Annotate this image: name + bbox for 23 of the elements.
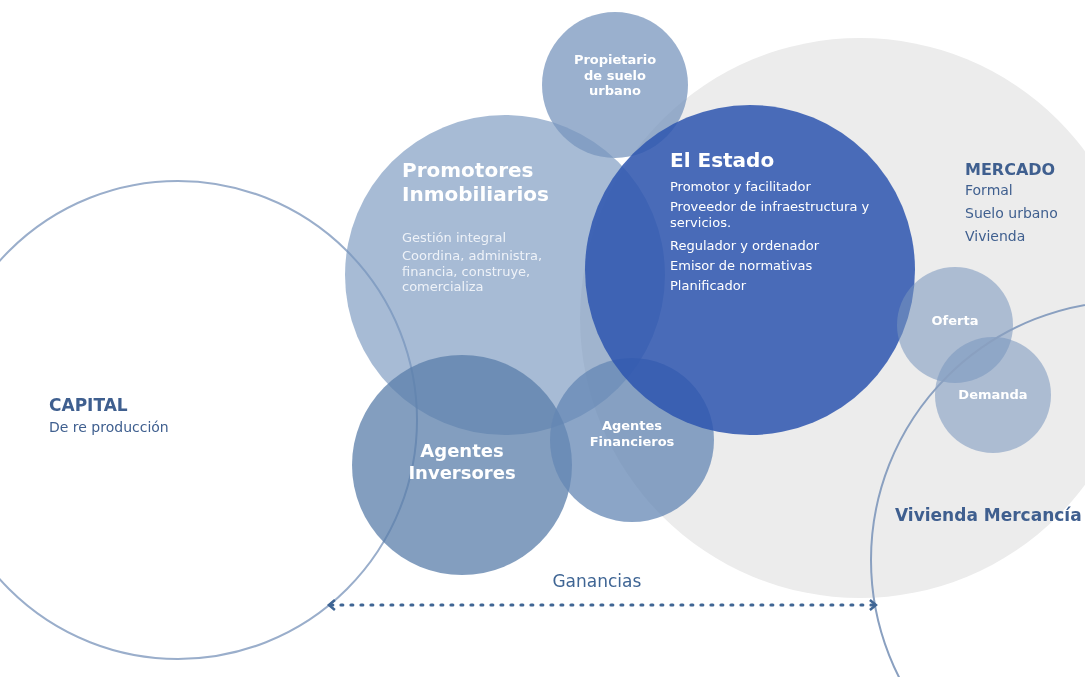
circle-title: Promotores Inmobiliarios — [402, 158, 550, 206]
edge-label: Ganancias — [552, 571, 642, 592]
circle-title: Propietario de suelo urbano — [572, 52, 658, 99]
circle-title: MERCADO — [965, 160, 1057, 180]
circle-text: Proveedor de infraestructura y servicios. — [670, 199, 871, 231]
circle-text: Promotor y facilitador — [670, 179, 812, 195]
circle-title: Agentes Inversores — [407, 440, 517, 484]
circle-text: Gestión integral — [402, 230, 507, 246]
circle-title: Vivienda Mercancía — [895, 505, 1083, 526]
circle-text: Suelo urbano — [965, 205, 1059, 222]
circle-title: Agentes Financieros — [588, 418, 676, 450]
circle-text: Coordina, administra, financia, construye, comercializa — [402, 248, 544, 295]
circle-title: Oferta — [930, 313, 980, 329]
circle-title: CAPITAL — [49, 395, 129, 416]
circle-text: Emisor de normativas — [670, 258, 814, 274]
circle-text: Vivienda — [965, 228, 1027, 245]
circle-text: Formal — [965, 182, 1014, 199]
circle-title: Demanda — [957, 387, 1029, 403]
circle-text: Regulador y ordenador — [670, 238, 821, 254]
circle-text: Planificador — [670, 278, 748, 294]
circle-text: De re producción — [49, 419, 170, 436]
circle-title: El Estado — [670, 148, 776, 172]
double-arrow — [327, 598, 878, 612]
